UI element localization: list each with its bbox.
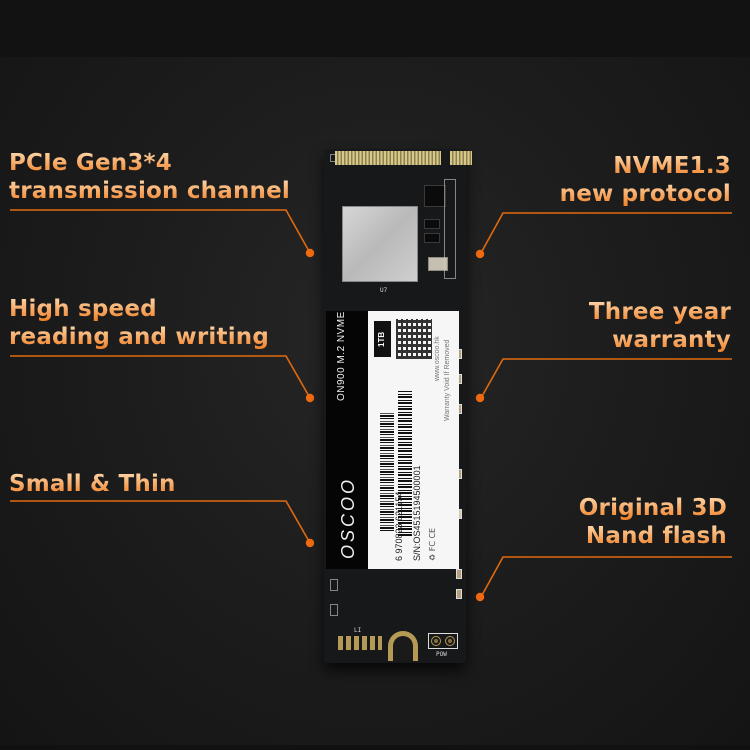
smd-pad bbox=[330, 604, 338, 616]
m2-key-pins bbox=[450, 151, 472, 165]
silkscreen-pow: POW bbox=[436, 651, 447, 658]
capacity-text: 1TB bbox=[377, 331, 386, 347]
screw-notch bbox=[388, 631, 418, 661]
feature-small-thin: Small & Thin bbox=[9, 470, 176, 498]
brand-logo: OSCOO bbox=[338, 476, 358, 559]
controller-chip bbox=[342, 206, 418, 282]
ic-chip bbox=[424, 233, 440, 243]
feature-line: new protocol bbox=[559, 181, 731, 207]
barcode bbox=[380, 411, 394, 531]
label-black-strip: ON900 M.2 NVME OSCOO bbox=[326, 311, 368, 569]
gold-test-pads bbox=[338, 636, 382, 650]
component-cluster bbox=[444, 179, 456, 279]
ssd-pcb: U7 ON900 M.2 NVME OSCOO bbox=[324, 149, 466, 663]
feature-line: NVME1.3 bbox=[560, 152, 731, 180]
serial-barcode bbox=[398, 391, 412, 536]
certification-icons: ♻ FC CE bbox=[428, 527, 437, 561]
feature-high-speed: High speed reading and writing bbox=[9, 295, 269, 351]
via-hole bbox=[446, 637, 454, 645]
smd-capacitor bbox=[456, 589, 462, 599]
power-jumper bbox=[428, 633, 458, 649]
crystal-oscillator bbox=[428, 257, 448, 271]
qr-code bbox=[396, 319, 432, 359]
serial-number: S/N:OS4515194500001 bbox=[412, 465, 422, 561]
via-hole bbox=[432, 637, 440, 645]
feature-nvme13: NVME1.3 new protocol bbox=[560, 152, 731, 208]
silkscreen-u7: U7 bbox=[380, 287, 388, 294]
feature-line: Three year bbox=[588, 299, 731, 325]
ssd-product-image: U7 ON900 M.2 NVME OSCOO bbox=[322, 135, 472, 663]
bottom-band bbox=[0, 745, 750, 750]
ic-chip bbox=[424, 219, 440, 229]
label-white-area: 1TB www.oscoo.hk Warranty Void If Remove… bbox=[368, 311, 459, 569]
warranty-seal-text: Warranty Void If Removed bbox=[444, 339, 451, 421]
feature-line: reading and writing bbox=[9, 324, 270, 350]
feature-line: Nand flash bbox=[579, 522, 727, 550]
silkscreen-li: LI bbox=[354, 627, 362, 634]
feature-line: Small & Thin bbox=[9, 471, 176, 497]
m2-connector-pins bbox=[335, 151, 441, 165]
top-band bbox=[0, 0, 750, 57]
pmic-chip bbox=[424, 185, 446, 207]
feature-line: PCIe Gen3*4 bbox=[9, 149, 290, 177]
feature-three-year-warranty: Three year warranty bbox=[589, 298, 731, 354]
feature-line: Original 3D bbox=[578, 495, 727, 521]
feature-3d-nand: Original 3D Nand flash bbox=[579, 494, 727, 550]
model-name: ON900 M.2 NVME bbox=[336, 311, 347, 401]
capacity-badge: 1TB bbox=[374, 321, 391, 357]
feature-line: High speed bbox=[9, 295, 269, 323]
feature-line: warranty bbox=[589, 326, 731, 354]
website-text: www.oscoo.hk bbox=[434, 336, 441, 381]
smd-pad bbox=[330, 579, 338, 591]
feature-pcie-gen3x4: PCIe Gen3*4 transmission channel bbox=[9, 149, 290, 205]
product-label: ON900 M.2 NVME OSCOO 1TB www.oscoo.hk Wa… bbox=[326, 311, 459, 569]
feature-line: transmission channel bbox=[9, 178, 290, 204]
smd-capacitor bbox=[456, 569, 462, 579]
